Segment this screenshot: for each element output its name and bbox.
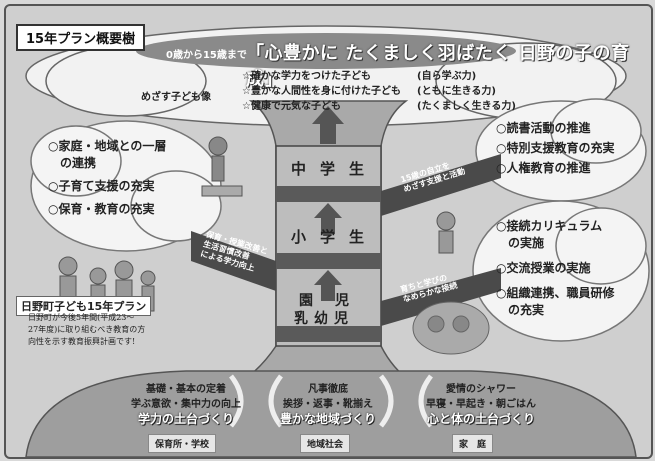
diagram-frame: 15年プラン概要樹 0歳から15歳まで 「心豊かに たくましく羽ばたく 日野の子…: [4, 4, 653, 459]
right-cloud-item: ○接続カリキュラム: [496, 219, 603, 233]
foundation-line: 基礎・基本の定着: [146, 384, 226, 395]
arrow-up-1: [312, 106, 344, 144]
left-cloud-item: の連携: [48, 156, 97, 170]
headline-main: 「心豊かに たくましく羽ばたく 日野の子の育成」: [246, 43, 630, 90]
plan-line: 27年度)に取り組むべき教育の方: [28, 325, 146, 334]
pillar-preschool-2: 乳幼児: [294, 311, 354, 327]
pillar-elementary: 小学生: [291, 228, 379, 246]
pillar-preschool-1: 園 児: [299, 293, 353, 309]
plan-body: 日野町が今後5年間(平成23～ 27年度)に取り組むべき教育の方 向性を示す教育…: [28, 312, 145, 348]
child-illustration-left: [201, 136, 243, 197]
foundation-line: 挨拶・返事・靴揃え: [283, 399, 373, 410]
student-illustration: [436, 211, 456, 254]
foundation-line: 早寝・早起き・朝ごはん: [426, 399, 536, 410]
goal-item: ☆豊かな人間性を身に付けた子ども (ともに生きる力): [242, 84, 496, 99]
pillar-band-3: [276, 326, 381, 342]
diagram-shapes: [25, 25, 650, 457]
foundation-emphasis: 豊かな地域づくり: [279, 412, 376, 426]
right-cloud-item: ○交流授業の実施: [496, 261, 591, 275]
foundation-home: 愛情のシャワー 早寝・早起き・朝ごはん 心と体の土台づくり: [416, 382, 546, 427]
goal-item: ☆確かな学力をつけた子ども (自ら学ぶ力): [242, 69, 476, 84]
diag-band-right-top: [381, 154, 501, 216]
left-cloud-list: ○家庭・地域との一層 の連携 ○子育て支援の充実 ○保育・教育の充実: [48, 138, 166, 218]
right-cloud-item: の実施: [496, 236, 545, 250]
foundation-school: 基礎・基本の定着 学ぶ意欲・集中力の向上 学力の土台づくり: [126, 382, 246, 427]
foundation-line: 愛情のシャワー: [446, 384, 516, 395]
pillar-junior-high: 中学生: [291, 160, 379, 178]
right-bottom-cloud: [472, 200, 650, 342]
foundation-emphasis: 心と体の土台づくり: [426, 412, 535, 426]
plan-line: 日野町が今後5年間(平成23～: [28, 313, 135, 322]
right-cloud-item: ○特別支援教育の充実: [496, 141, 615, 155]
plan-title: 日野町子ども15年プラン: [16, 296, 152, 316]
right-cloud-item: ○人権教育の推進: [496, 161, 591, 175]
arc-right: [378, 374, 394, 428]
headline-prefix: 0歳から15歳まで: [166, 50, 247, 61]
right-cloud-item: ○組織連携、職員研修: [496, 286, 615, 300]
right-top-cloud: [475, 98, 647, 202]
arc-right-2: [418, 374, 434, 428]
diag-band-left: [191, 231, 276, 291]
tag-school: 保育所・学校: [148, 434, 217, 453]
goals-list: ☆確かな学力をつけた子ども (自ら学ぶ力) ☆豊かな人間性を身に付けた子ども (…: [242, 69, 516, 114]
arrow-up-3: [314, 270, 342, 301]
right-bottom-cloud-list: ○接続カリキュラム の実施 ○交流授業の実施 ○組織連携、職員研修 の充実: [496, 218, 614, 319]
goal-label: めざす子ども像: [141, 92, 211, 103]
goal-text: ☆豊かな人間性を身に付けた子ども: [242, 86, 401, 97]
goal-tag: (たくましく生きる力): [417, 101, 516, 112]
arc-left: [228, 374, 244, 428]
headline-band: [136, 33, 516, 69]
left-cloud-item: ○保育・教育の充実: [48, 202, 155, 216]
foundation-line: 凡事徹底: [308, 384, 348, 395]
right-cloud-item: ○読書活動の推進: [496, 121, 591, 135]
plan-line: 向性を示す教育振興計画です!: [28, 337, 136, 346]
right-top-cloud-list: ○読書活動の推進 ○特別支援教育の充実 ○人権教育の推進: [496, 118, 614, 178]
pillar-band-1: [276, 186, 381, 202]
goal-tag: (自ら学ぶ力): [417, 71, 477, 82]
plan-overview-title: 15年プラン概要樹: [16, 24, 146, 51]
left-cloud: [30, 120, 222, 252]
pillar-band-2: [276, 253, 381, 269]
diag-band-right-bottom: [381, 268, 501, 326]
right-cloud-item: の充実: [496, 303, 545, 317]
arrow-up-2: [314, 203, 342, 234]
left-cloud-item: ○子育て支援の充実: [48, 179, 155, 193]
foundation-line: 学ぶ意欲・集中力の向上: [131, 399, 241, 410]
goal-text: ☆確かな学力をつけた子ども: [242, 71, 371, 82]
tag-home: 家 庭: [452, 434, 494, 453]
goal-tag: (ともに生きる力): [417, 86, 496, 97]
arc-left-2: [268, 374, 284, 428]
left-cloud-item: ○家庭・地域との一層: [48, 139, 167, 153]
goal-text: ☆健康で元気な子ども: [242, 101, 341, 112]
foundation-emphasis: 学力の土台づくり: [137, 412, 234, 426]
toddlers-illustration: [412, 301, 490, 355]
pillar: [275, 145, 382, 347]
tag-community: 地域社会: [300, 434, 351, 453]
goal-item: ☆健康で元気な子ども (たくましく生きる力): [242, 99, 516, 114]
foundation-community: 凡事徹底 挨拶・返事・靴揃え 豊かな地域づくり: [268, 382, 388, 427]
